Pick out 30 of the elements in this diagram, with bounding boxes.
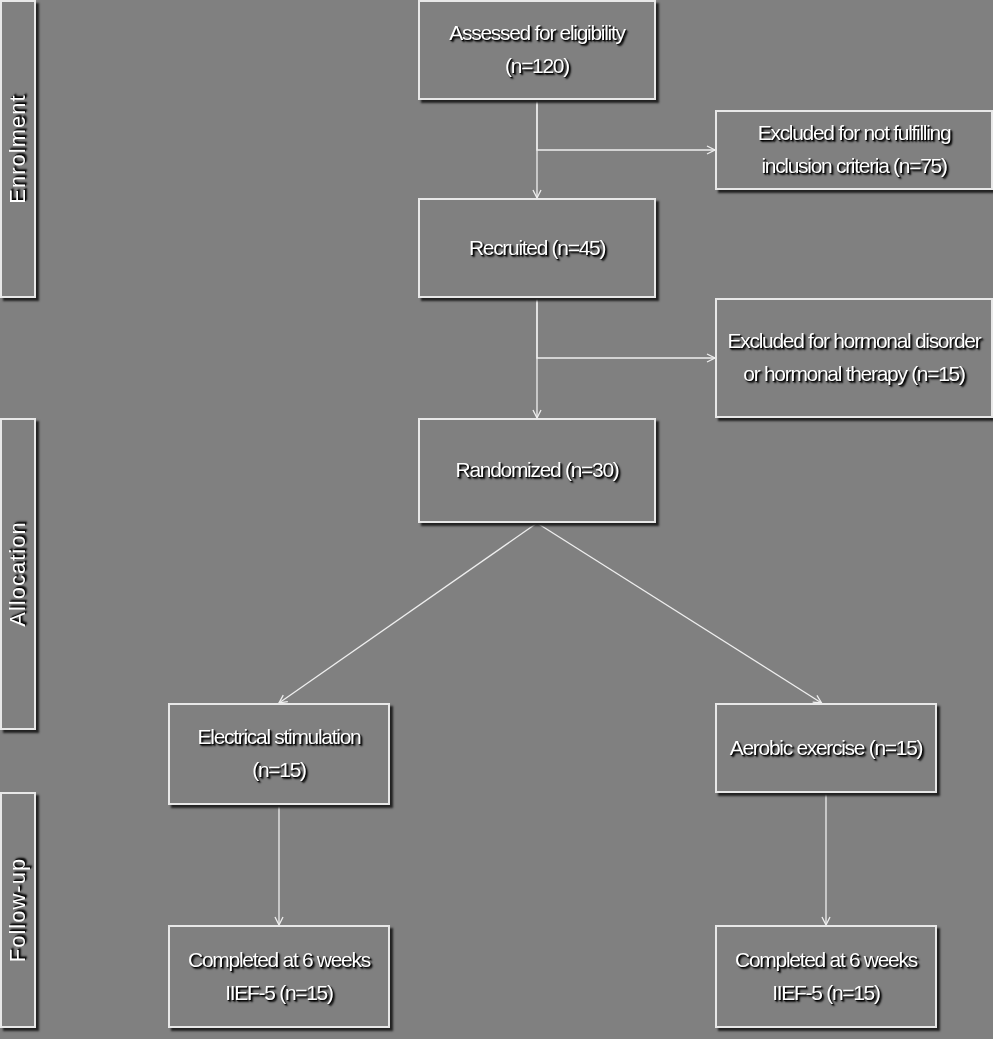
box-text: Assessed for eligibility (n=120) [448,20,627,79]
box-text: Excluded for not fulfilling inclusion criteria (n=75) [756,120,952,179]
box-text: Completed at 6 weeks IIEF-5 (n=15) [187,946,372,1006]
process-box [715,703,937,793]
arrow [536,522,823,704]
process-box [715,925,937,1028]
stage-band [0,0,36,298]
process-box [418,198,656,298]
arrow [274,804,284,926]
box-text: Electrical stimulation (n=15) [196,724,362,783]
box-text: Excluded for hormonal disorder or hormonal therapy (n=15) [726,328,982,387]
stage-label: Follow-up [3,856,31,965]
arrow [536,297,716,363]
process-box [715,298,993,418]
arrow [821,792,831,926]
stage-label: Enrolment [3,93,31,206]
box-text: Recruited (n=45) [467,234,607,261]
box-text: Aerobic exercise (n=15) [728,734,924,761]
stage-label: Allocation [3,520,31,629]
stage-band [0,792,36,1028]
box-text: Randomized (n=30) [454,457,620,484]
process-box [168,925,390,1028]
box-text: Completed at 6 weeks IIEF-5 (n=15) [734,946,919,1006]
process-box [418,0,656,100]
arrow [278,522,538,704]
process-box [715,110,993,190]
stage-band [0,418,36,730]
arrow [536,99,716,155]
process-box [418,418,656,523]
process-box [168,703,390,805]
